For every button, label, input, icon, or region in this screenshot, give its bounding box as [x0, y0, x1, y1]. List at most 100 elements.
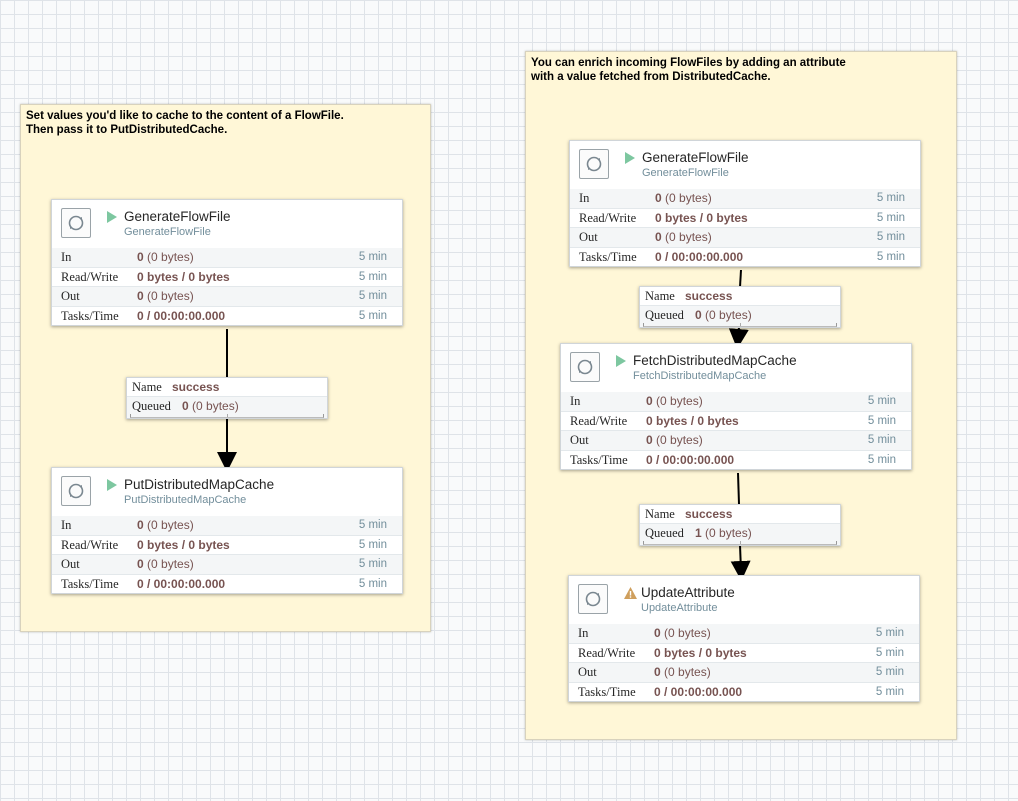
stat-value-readwrite: 0 bytes / 0 bytes [137, 537, 230, 552]
stat-label-in: In [61, 250, 72, 264]
stat-value-tasks: 0 / 00:00:00.000 [654, 684, 743, 699]
stat-value-in: 0 (0 bytes) [654, 626, 711, 640]
running-icon [107, 479, 117, 491]
label-left-text: Set values you'd like to cache to the co… [26, 110, 344, 136]
stat-label-out: Out [579, 230, 598, 244]
processor-stats: In 0 (0 bytes) 5 min Read/Write 0 bytes … [561, 392, 911, 469]
stat-row-in: In 0 (0 bytes) 5 min [569, 624, 919, 643]
stat-window-tasks: 5 min [875, 685, 904, 698]
connection-queued-label: Queued [132, 399, 171, 413]
stat-window-in: 5 min [867, 395, 896, 407]
processor-type: UpdateAttribute [641, 602, 718, 614]
stat-window-tasks: 5 min [358, 577, 387, 590]
connection-line-3 [737, 472, 740, 505]
stat-label-tasks: Tasks/Time [61, 308, 119, 323]
processor-stats: In 0 (0 bytes) 5 min Read/Write 0 bytes … [52, 516, 402, 593]
stat-label-out: Out [61, 289, 80, 303]
stat-window-out: 5 min [358, 558, 387, 570]
stat-label-readwrite: Read/Write [61, 269, 119, 284]
connection-name-label: Name [645, 507, 675, 521]
stat-value-in: 0 (0 bytes) [137, 518, 194, 532]
stat-row-tasks: Tasks/Time 0 / 00:00:00.000 5 min [52, 305, 402, 326]
stat-value-readwrite: 0 bytes / 0 bytes [655, 210, 748, 225]
stat-row-readwrite: Read/Write 0 bytes / 0 bytes 5 min [569, 642, 919, 663]
stat-label-readwrite: Read/Write [61, 537, 119, 552]
processor-icon [578, 584, 608, 614]
stat-window-out: 5 min [867, 434, 896, 446]
connection-1[interactable]: Name success Queued 0 (0 bytes) [126, 377, 328, 419]
stat-window-readwrite: 5 min [876, 211, 905, 224]
stat-value-in: 0 (0 bytes) [646, 394, 703, 408]
processor-stats: In 0 (0 bytes) 5 min Read/Write 0 bytes … [52, 248, 402, 325]
processor-3[interactable]: GenerateFlowFile GenerateFlowFile In 0 (… [569, 140, 921, 267]
stat-row-tasks: Tasks/Time 0 / 00:00:00.000 5 min [570, 246, 920, 267]
connection-name: success [685, 507, 733, 521]
processor-5[interactable]: UpdateAttribute UpdateAttribute In 0 (0 … [568, 575, 920, 702]
running-icon [107, 211, 117, 223]
processor-type: PutDistributedMapCache [124, 494, 247, 506]
connection-line-2b [728, 326, 749, 349]
stat-label-readwrite: Read/Write [579, 210, 637, 225]
connection-queued-row: Queued 0 (0 bytes) [127, 396, 327, 418]
stat-window-out: 5 min [875, 666, 904, 678]
queue-progress-bar [643, 541, 837, 545]
connection-queued-value: 0 (0 bytes) [695, 308, 752, 322]
stat-window-tasks: 5 min [876, 250, 905, 263]
connection-queued-value: 1 (0 bytes) [695, 526, 752, 540]
queue-progress-bar [130, 414, 324, 418]
processor-icon [61, 208, 91, 238]
stat-row-tasks: Tasks/Time 0 / 00:00:00.000 5 min [52, 573, 402, 594]
processor-header: UpdateAttribute UpdateAttribute [569, 576, 919, 624]
processor-2[interactable]: PutDistributedMapCache PutDistributedMap… [51, 467, 403, 594]
processor-name: UpdateAttribute [641, 585, 735, 600]
stat-value-out: 0 (0 bytes) [646, 433, 703, 447]
stat-row-in: In 0 (0 bytes) 5 min [52, 248, 402, 267]
stat-value-tasks: 0 / 00:00:00.000 [137, 308, 226, 323]
stat-label-readwrite: Read/Write [570, 413, 628, 428]
stat-row-in: In 0 (0 bytes) 5 min [561, 392, 911, 411]
stat-value-tasks: 0 / 00:00:00.000 [137, 576, 226, 591]
stat-value-tasks: 0 / 00:00:00.000 [646, 452, 735, 467]
stat-window-readwrite: 5 min [358, 538, 387, 551]
connection-name-label: Name [645, 289, 675, 303]
processor-header: PutDistributedMapCache PutDistributedMap… [52, 468, 402, 516]
stat-window-out: 5 min [358, 290, 387, 302]
connection-queued-label: Queued [645, 308, 684, 322]
warning-icon[interactable] [624, 587, 637, 599]
processor-1[interactable]: GenerateFlowFile GenerateFlowFile In 0 (… [51, 199, 403, 326]
connection-name-label: Name [132, 380, 162, 394]
processor-header: GenerateFlowFile GenerateFlowFile [570, 141, 920, 189]
stat-label-in: In [578, 626, 589, 640]
stat-label-tasks: Tasks/Time [579, 249, 637, 264]
running-icon [616, 355, 626, 367]
processor-name: GenerateFlowFile [124, 209, 231, 224]
stat-row-out: Out 0 (0 bytes) 5 min [570, 227, 920, 247]
processor-icon [579, 149, 609, 179]
stat-label-in: In [579, 191, 590, 205]
stat-label-tasks: Tasks/Time [61, 576, 119, 591]
stat-window-readwrite: 5 min [875, 646, 904, 659]
stat-window-readwrite: 5 min [358, 270, 387, 283]
connection-name-row: Name success [127, 378, 327, 396]
stat-window-out: 5 min [876, 231, 905, 243]
processor-stats: In 0 (0 bytes) 5 min Read/Write 0 bytes … [570, 189, 920, 266]
processor-4[interactable]: FetchDistributedMapCache FetchDistribute… [560, 343, 912, 470]
stat-window-tasks: 5 min [358, 309, 387, 322]
stat-row-tasks: Tasks/Time 0 / 00:00:00.000 5 min [561, 449, 911, 470]
connection-3[interactable]: Name success Queued 1 (0 bytes) [639, 504, 841, 546]
stat-value-readwrite: 0 bytes / 0 bytes [137, 269, 230, 284]
processor-icon [61, 476, 91, 506]
label-right-text: You can enrich incoming FlowFiles by add… [531, 57, 846, 83]
processor-stats: In 0 (0 bytes) 5 min Read/Write 0 bytes … [569, 624, 919, 701]
stat-value-out: 0 (0 bytes) [654, 665, 711, 679]
stat-window-in: 5 min [358, 519, 387, 531]
stat-row-out: Out 0 (0 bytes) 5 min [52, 554, 402, 574]
stat-value-readwrite: 0 bytes / 0 bytes [646, 413, 739, 428]
connection-2[interactable]: Name success Queued 0 (0 bytes) [639, 286, 841, 328]
stat-value-out: 0 (0 bytes) [137, 289, 194, 303]
processor-name: GenerateFlowFile [642, 150, 749, 165]
stat-row-readwrite: Read/Write 0 bytes / 0 bytes 5 min [52, 534, 402, 555]
processor-type: GenerateFlowFile [124, 226, 211, 238]
stat-row-readwrite: Read/Write 0 bytes / 0 bytes 5 min [570, 207, 920, 228]
connection-name-row: Name success [640, 505, 840, 523]
